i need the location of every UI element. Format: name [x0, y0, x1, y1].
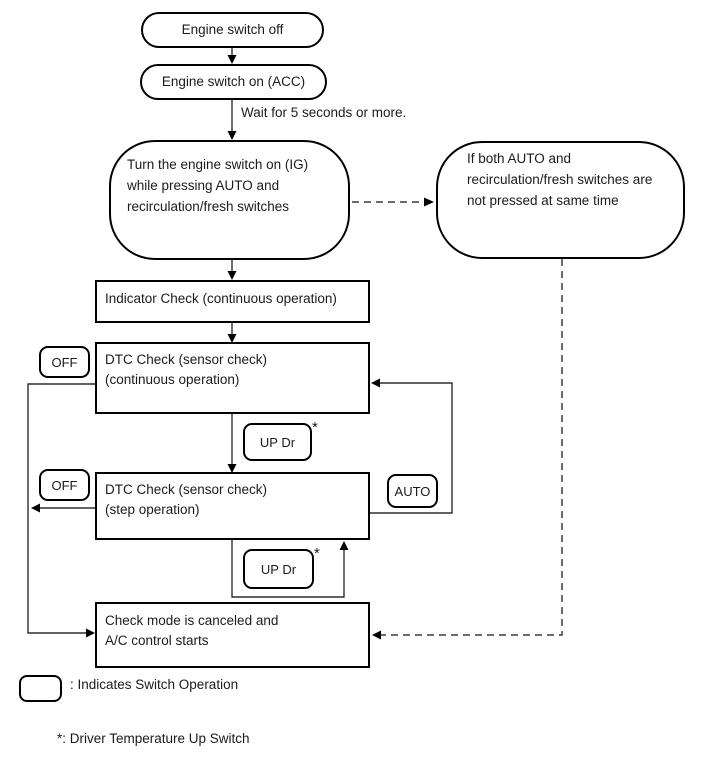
node-engine-switch-off: Engine switch off — [141, 12, 324, 48]
node-dtc-check-continuous: DTC Check (sensor check) (continuous ope… — [95, 342, 370, 414]
connector-dashed-turnig-to-notpressed — [352, 197, 434, 207]
connector-off-left-to-canceled — [27, 383, 96, 638]
switch-off-continuous: OFF — [39, 346, 90, 378]
connector-updr-self-loop — [231, 540, 349, 598]
connector-turnig-to-indicator — [227, 260, 237, 280]
node-dtc-check-step: DTC Check (sensor check) (step operation… — [95, 472, 370, 540]
switch-auto: AUTO — [387, 474, 438, 508]
connector-acc-to-turnig — [227, 100, 237, 140]
node-engine-switch-on-acc: Engine switch on (ACC) — [140, 64, 327, 100]
footnote-driver-temp-up: *: Driver Temperature Up Switch — [57, 731, 250, 746]
node-switches-not-pressed: If both AUTO and recirculation/fresh swi… — [436, 141, 685, 259]
connector-dtc-step-off-left — [31, 503, 96, 513]
asterisk-mark-1: * — [312, 419, 318, 436]
legend-switch-box — [19, 675, 62, 702]
legend-switch-note: : Indicates Switch Operation — [70, 677, 239, 692]
connector-auto-loop-to-dtc-continuous — [370, 378, 453, 514]
asterisk-mark-2: * — [314, 545, 320, 562]
switch-up-dr-continuous: UP Dr — [243, 423, 312, 461]
connector-dtc-continuous-to-dtc-step — [227, 414, 237, 473]
connector-indicator-to-dtc-continuous — [227, 323, 237, 343]
switch-up-dr-step: UP Dr — [243, 549, 314, 589]
connector-dashed-notpressed-to-canceled — [372, 259, 563, 640]
connector-engineoff-to-acc — [227, 48, 237, 64]
switch-off-step: OFF — [39, 469, 90, 501]
wait-note-label: Wait for 5 seconds or more. — [241, 105, 407, 120]
node-turn-engine-switch-on-ig: Turn the engine switch on (IG) while pre… — [109, 140, 350, 260]
node-check-mode-canceled: Check mode is canceled and A/C control s… — [95, 602, 370, 668]
node-indicator-check: Indicator Check (continuous operation) — [95, 280, 370, 323]
